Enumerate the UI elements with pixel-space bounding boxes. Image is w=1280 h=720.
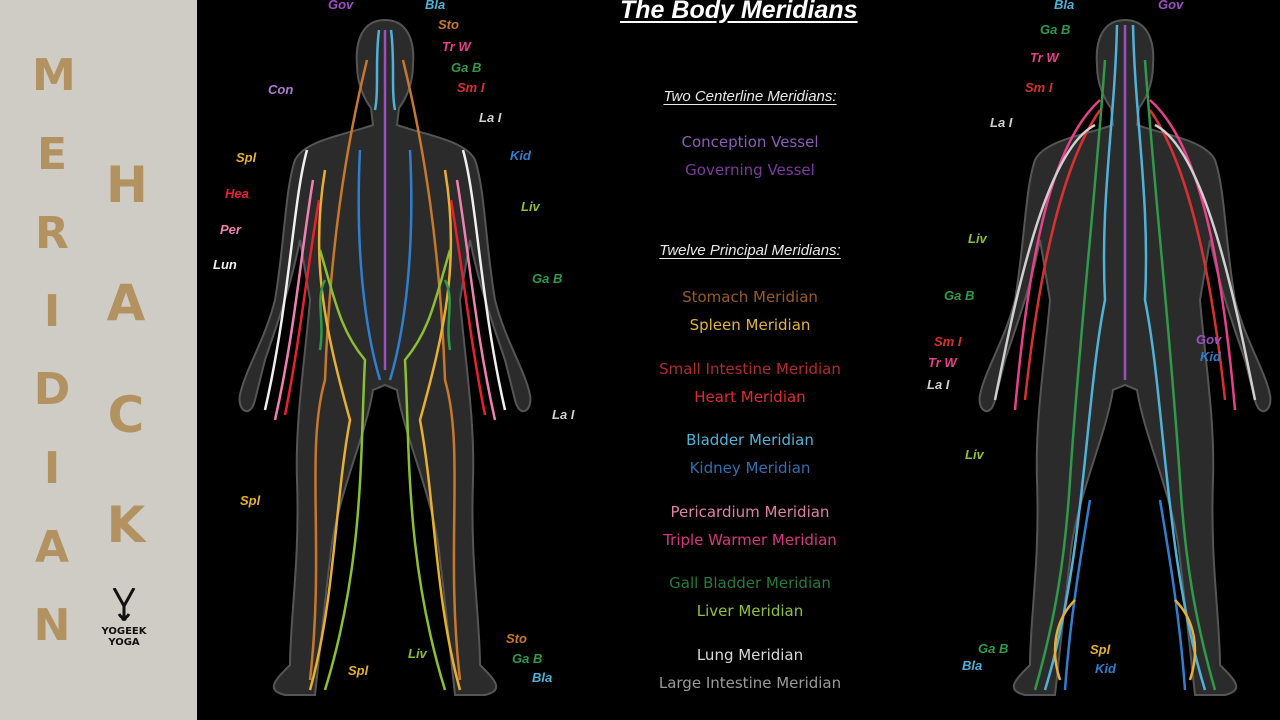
back-meridian-label: La I <box>990 115 1013 130</box>
front-meridian-label: Gov <box>328 0 354 12</box>
legend-item: Conception Vessel <box>681 133 819 151</box>
back-meridian-label: Spl <box>1090 642 1111 657</box>
front-meridian-label: Hea <box>225 186 249 201</box>
back-meridian-label: Ga B <box>1040 22 1071 37</box>
front-meridian-label: Sto <box>506 631 527 646</box>
banner-letter: A <box>34 522 70 573</box>
legend-item: Bladder Meridian <box>686 431 814 449</box>
banner-letter: E <box>36 129 68 180</box>
banner-letter: D <box>33 364 71 415</box>
legend-item: Lung Meridian <box>696 646 804 664</box>
section-heading-principal: Twelve Principal Meridians: <box>659 242 841 259</box>
back-meridian-label: Liv <box>965 447 984 462</box>
front-meridian-label: Kid <box>510 148 531 163</box>
diagram-title: The Body Meridians <box>620 0 858 24</box>
legend-item: Pericardium Meridian <box>670 503 830 521</box>
front-meridian-label: Bla <box>532 670 553 685</box>
front-meridian-label: Ga B <box>512 651 543 666</box>
front-meridian-label: Liv <box>521 199 540 214</box>
front-meridian-label: Spl <box>348 663 369 678</box>
legend-item: Kidney Meridian <box>689 459 811 477</box>
back-meridian-label: Kid <box>1200 349 1221 364</box>
back-meridian-label: Gov <box>1158 0 1184 12</box>
back-meridian-label: Sm I <box>1025 80 1053 95</box>
banner-letter: H <box>106 156 148 214</box>
back-meridian-label: La I <box>927 377 950 392</box>
banner-letter: C <box>107 386 145 444</box>
banner-letter: R <box>35 208 69 259</box>
yogeek-yoga-logo: YOGEEK YOGA <box>96 587 152 648</box>
logo-text: YOGA <box>108 637 140 648</box>
banner-letter: M <box>32 50 76 101</box>
back-body <box>978 19 1272 696</box>
front-meridian-label: La I <box>552 407 575 422</box>
section-heading-centerline: Two Centerline Meridians: <box>663 88 837 105</box>
handstand-figure-icon <box>112 587 136 621</box>
front-meridian-label: Sm I <box>457 80 485 95</box>
front-body <box>238 19 532 696</box>
back-meridian-label: Liv <box>968 231 987 246</box>
front-meridian-label: Per <box>220 222 241 237</box>
legend-item: Gall Bladder Meridian <box>669 574 831 592</box>
back-meridian-label: Ga B <box>978 641 1009 656</box>
front-meridian-label: Ga B <box>451 60 482 75</box>
back-meridian-label: Tr W <box>1030 50 1059 65</box>
front-meridian-label: Con <box>268 82 294 97</box>
front-meridian-label: Ga B <box>532 271 563 286</box>
back-meridian-label: Bla <box>962 658 983 673</box>
legend-item: Small Intestine Meridian <box>659 360 841 378</box>
front-meridian-label: Spl <box>236 150 257 165</box>
banner-letter: A <box>106 274 146 332</box>
banner-letter: N <box>33 600 71 651</box>
legend-item: Liver Meridian <box>696 602 804 620</box>
back-meridian-label: Kid <box>1095 661 1116 676</box>
front-meridian-label: Bla <box>425 0 446 12</box>
legend-item: Spleen Meridian <box>689 316 811 334</box>
back-meridian-label: Sm I <box>934 334 962 349</box>
back-meridian-label: Bla <box>1054 0 1075 12</box>
banner-letter: I <box>43 443 61 494</box>
front-meridian-label: Sto <box>438 17 459 32</box>
legend-item: Stomach Meridian <box>682 288 818 306</box>
legend-item: Governing Vessel <box>685 161 815 179</box>
legend-item: Heart Meridian <box>694 388 806 406</box>
banner-letter: I <box>43 286 61 337</box>
legend-item: Triple Warmer Meridian <box>663 531 837 549</box>
legend-item: Large Intestine Meridian <box>658 674 842 692</box>
banner-letter: K <box>106 496 146 554</box>
front-meridian-label: Lun <box>213 257 237 272</box>
front-meridian-label: Tr W <box>442 39 471 54</box>
front-meridian-label: Spl <box>240 493 261 508</box>
back-meridian-label: Tr W <box>928 355 957 370</box>
sidebar-banner: M E R I D I A N H A C K YOGEEK YOGA <box>0 0 197 720</box>
logo-text: YOGEEK <box>101 626 147 637</box>
front-meridian-label: Liv <box>408 646 427 661</box>
back-meridian-label: Ga B <box>944 288 975 303</box>
front-meridian-label: La I <box>479 110 502 125</box>
back-meridian-label: Gov <box>1196 332 1222 347</box>
